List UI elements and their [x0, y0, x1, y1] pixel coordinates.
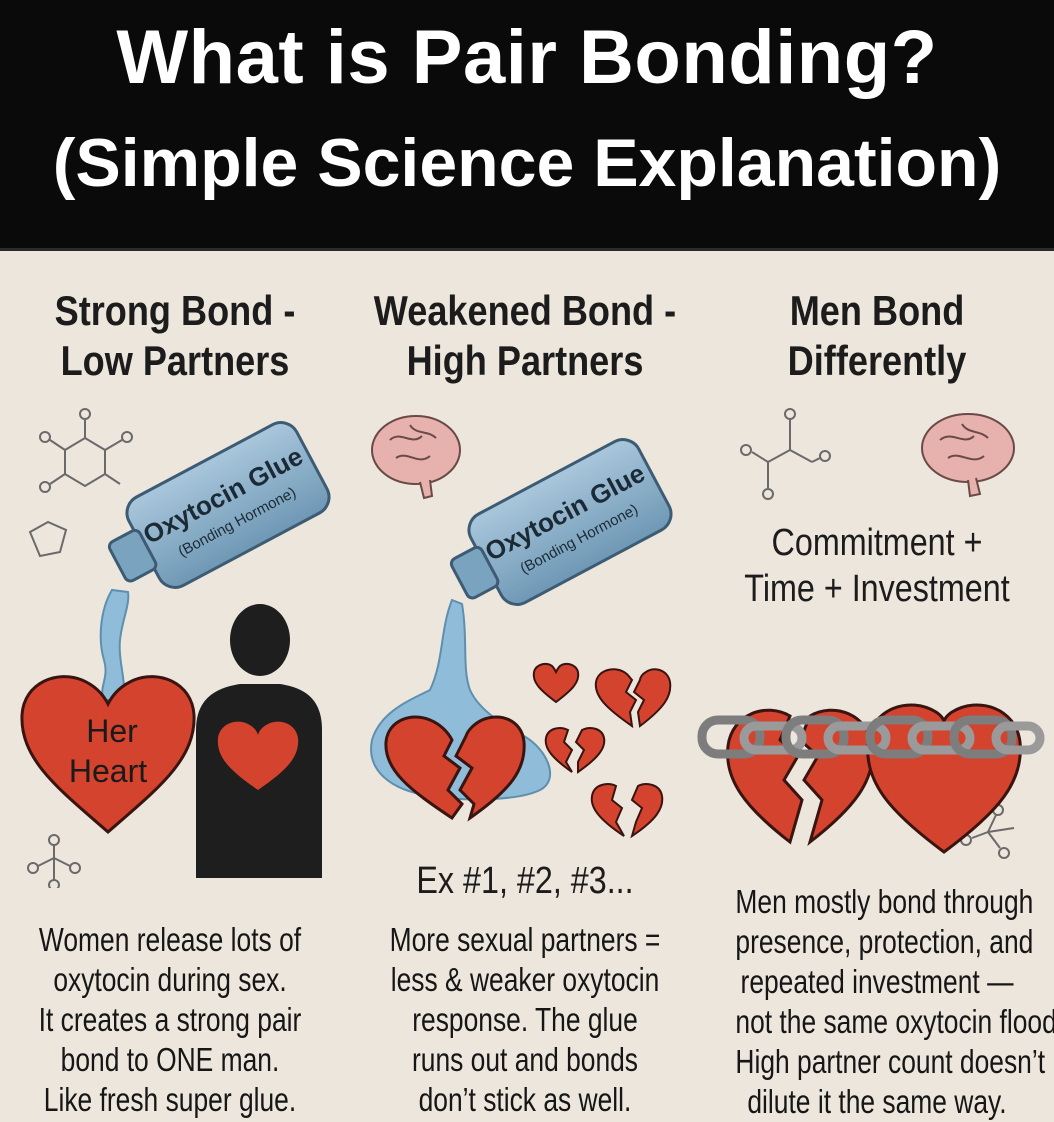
molecule-icon: [28, 520, 68, 558]
heart-label-line2: Heart: [69, 753, 147, 789]
column-3-heading-line2: Differently: [787, 337, 967, 384]
ex-partners-caption: Ex #1, #2, #3...: [416, 860, 634, 902]
body-line: presence, protection, and: [735, 923, 1034, 960]
molecule-icon: [740, 408, 831, 500]
page-subtitle: (Simple Science Explanation): [52, 125, 1002, 201]
body-line: bond to ONE man.: [60, 1041, 280, 1078]
man-silhouette-icon: [196, 604, 322, 878]
body-line: Women release lots of: [38, 921, 302, 958]
column-1-heading: Strong Bond - Low Partners: [25, 286, 326, 386]
body-line: Men mostly bond through: [735, 883, 1034, 920]
bond-formula: Commitment + Time + Investment: [727, 520, 1028, 612]
heart-label-line1: Her: [86, 713, 138, 749]
body-line: High partner count doesn’t: [735, 1043, 1046, 1080]
heart-icon: [532, 663, 580, 704]
column-1-heading-line2: Low Partners: [60, 337, 290, 384]
body-line: Like fresh super glue.: [43, 1081, 297, 1118]
title-banner: What is Pair Bonding? (Simple Science Ex…: [0, 0, 1054, 251]
broken-heart-icon: [384, 715, 464, 821]
glue-bottle-icon: Oxytocin Glue (Bonding Hormone): [449, 438, 673, 606]
body-line: repeated investment —: [740, 963, 1014, 1000]
broken-heart-icon: [544, 727, 606, 774]
brain-icon: [921, 413, 1015, 498]
column-3-body: Men mostly bond through presence, protec…: [735, 882, 1054, 1122]
bond-formula-line1: Commitment +: [771, 522, 983, 564]
body-line: don’t stick as well.: [418, 1081, 632, 1118]
body-line: response. The glue: [412, 1001, 638, 1038]
page-title: What is Pair Bonding?: [116, 15, 938, 100]
body-line: More sexual partners =: [389, 921, 661, 958]
chain-icon: [697, 715, 1045, 759]
column-1-body: Women release lots of oxytocin during se…: [26, 920, 314, 1120]
broken-heart-icon: [590, 783, 664, 839]
body-line: oxytocin during sex.: [53, 961, 287, 998]
column-2-body: More sexual partners = less & weaker oxy…: [377, 920, 673, 1120]
heart-icon: [20, 675, 196, 834]
body-line: It creates a strong pair: [38, 1001, 302, 1038]
molecule-icon: [39, 408, 133, 493]
column-2-heading-line1: Weakened Bond -: [373, 287, 677, 334]
broken-heart-icon: [594, 668, 672, 729]
body-line: runs out and bonds: [411, 1041, 639, 1078]
illustration-area: Oxytocin Glue (Bonding Hormone) Her Hear…: [20, 408, 1045, 888]
glue-bottle-icon: Oxytocin Glue (Bonding Hormone): [107, 421, 331, 589]
body-line: not the same oxytocin flood.: [735, 1003, 1054, 1040]
body-line: dilute it the same way.: [747, 1083, 1007, 1120]
column-3-heading-line1: Men Bond: [789, 287, 965, 334]
glue-drip: [99, 588, 130, 701]
heart-icon: [217, 721, 299, 790]
column-2-heading: Weakened Bond - High Partners: [366, 286, 684, 386]
column-3-heading: Men Bond Differently: [725, 286, 1029, 386]
brain-icon: [371, 415, 461, 500]
molecule-icon: [27, 834, 81, 888]
molecule-icon: [960, 804, 1015, 859]
column-2-heading-line2: High Partners: [406, 337, 644, 384]
column-1-heading-line1: Strong Bond -: [54, 287, 296, 334]
body-line: less & weaker oxytocin: [390, 961, 660, 998]
bond-formula-line2: Time + Investment: [744, 568, 1010, 610]
broken-heart-icon: [454, 715, 526, 822]
